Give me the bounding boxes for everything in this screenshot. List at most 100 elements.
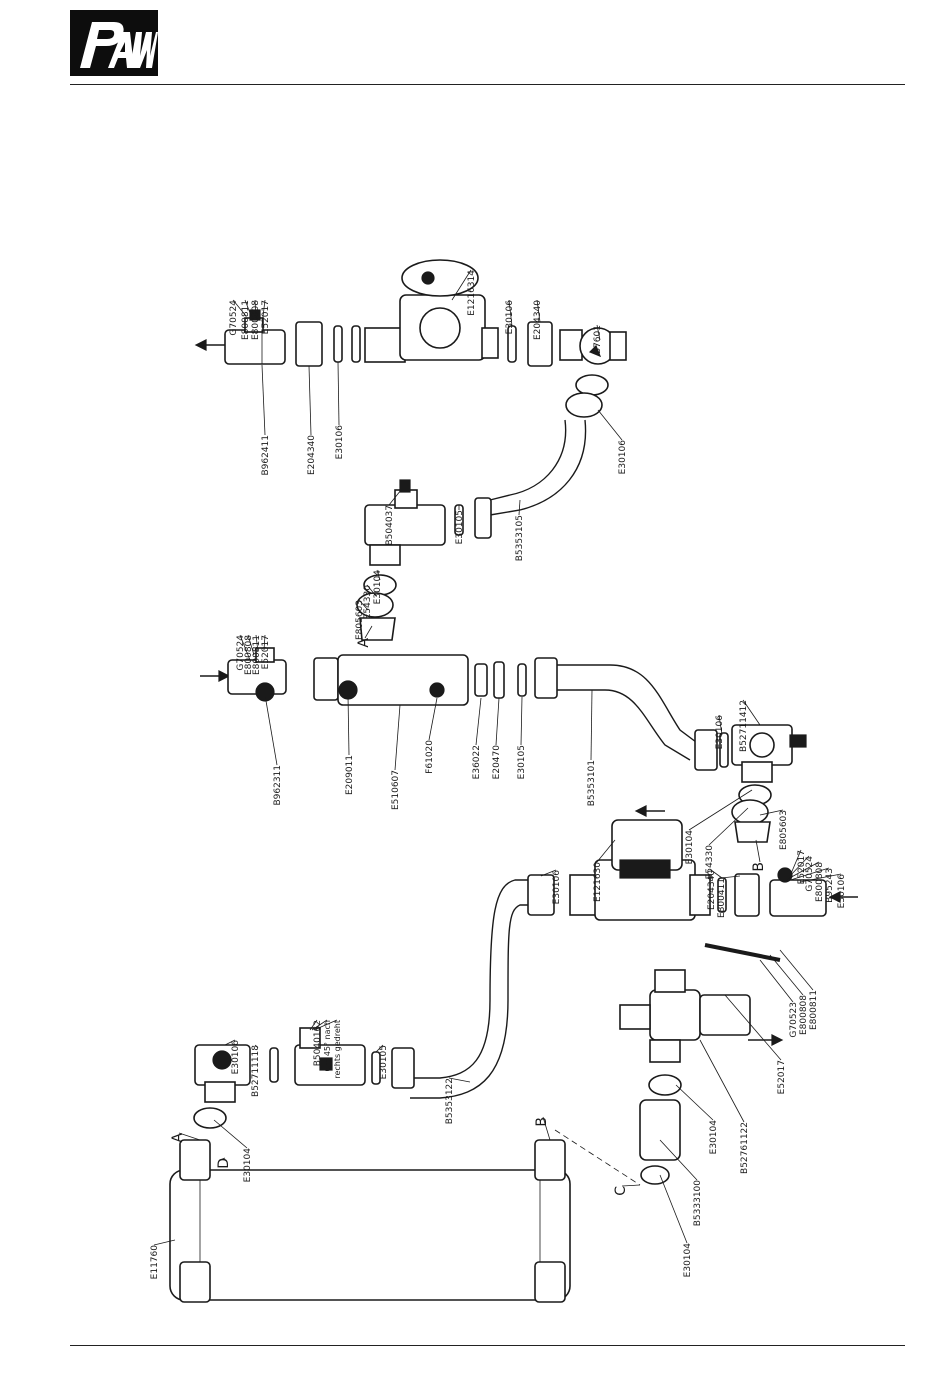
part-label: um 45° nach	[323, 1020, 332, 1072]
flow-arrow-icon	[200, 670, 231, 682]
pipe-end	[534, 657, 558, 699]
leader-line	[244, 299, 253, 319]
leader-line	[261, 299, 266, 326]
part-label: E121630	[593, 862, 603, 902]
leader-line	[364, 625, 373, 639]
pipe-piece-b5333100	[639, 1099, 681, 1161]
part-label: B52711118	[251, 1045, 261, 1097]
leader-line	[518, 499, 521, 516]
part-label: D	[216, 1158, 232, 1169]
leader-line	[699, 1039, 745, 1123]
part-label: E204340	[307, 435, 317, 475]
part-label: C	[613, 1186, 629, 1196]
gasket	[333, 325, 343, 363]
part-label: E800811	[809, 990, 819, 1030]
leader-line	[366, 584, 377, 597]
sensor-tee-b504037	[364, 479, 446, 566]
pipe-end	[391, 1047, 415, 1089]
leader-line	[232, 299, 247, 317]
part-label: E54330	[705, 845, 715, 880]
cap	[734, 821, 771, 843]
union-nut	[313, 657, 339, 701]
leader-line	[388, 484, 406, 506]
leader-line	[742, 699, 761, 726]
leader-line	[313, 1019, 338, 1031]
gasket	[565, 392, 603, 418]
union-nut	[527, 874, 555, 916]
part-label: E36022	[472, 745, 482, 779]
part-label: rechts gedreht	[333, 1020, 342, 1079]
gasket	[640, 1165, 670, 1185]
leader-line	[261, 364, 266, 436]
part-label: E800411	[717, 878, 727, 918]
leader-line	[720, 875, 741, 879]
part-label: E52017	[797, 850, 807, 884]
leader-line	[337, 361, 340, 426]
mixing-valve-b52761122	[619, 943, 781, 1063]
part-label: G70524	[236, 635, 246, 671]
leader-line	[708, 807, 749, 846]
part-label: E52017	[261, 635, 271, 669]
flow-arrow-icon	[194, 339, 225, 351]
leader-line	[311, 1019, 328, 1031]
leader-line	[239, 634, 251, 661]
leader-line	[495, 697, 500, 746]
leader-line	[769, 954, 804, 996]
part-label: E204340	[707, 870, 717, 910]
flow-arrow-icon	[748, 1034, 784, 1046]
leader-line	[263, 634, 266, 651]
part-label: A	[170, 1133, 186, 1143]
leader-line	[309, 1019, 318, 1031]
paw-logo	[70, 10, 158, 76]
leader-line	[376, 569, 381, 581]
part-label: E30105	[455, 510, 465, 544]
leader-line	[542, 1116, 551, 1141]
leader-line	[787, 855, 810, 879]
gasket	[193, 1107, 227, 1129]
part-label: B5353122	[445, 1078, 455, 1124]
leader-line	[508, 299, 513, 327]
sensor-tee-b5040162	[294, 1027, 366, 1086]
part-label: B5353101	[587, 760, 597, 806]
leader-line	[596, 324, 601, 341]
leader-line	[213, 1119, 248, 1149]
part-label: B	[751, 862, 767, 872]
part-label: E510607	[391, 770, 401, 810]
part-label: E204340	[533, 300, 543, 340]
leader-line	[597, 409, 623, 441]
leader-line	[475, 697, 482, 746]
part-label: B7601	[593, 325, 603, 354]
gasket	[575, 374, 609, 396]
part-label: E52017	[261, 300, 271, 334]
leader-line	[448, 1077, 471, 1083]
leader-line	[759, 959, 794, 1003]
leader-line	[779, 949, 814, 991]
part-label: E30104	[709, 1120, 719, 1155]
leader-line	[347, 694, 350, 756]
leader-line	[178, 1132, 201, 1141]
union-nut	[694, 729, 718, 771]
leader-line	[688, 789, 753, 831]
leader-line	[675, 1084, 714, 1121]
adapter-ring	[356, 592, 394, 618]
part-label: B	[534, 1117, 550, 1127]
check-valve-b7601	[559, 327, 627, 365]
part-label: E30106	[231, 1040, 241, 1075]
part-label: B962411	[261, 435, 271, 476]
part-label: E800811	[252, 635, 262, 675]
part-label: E30106	[618, 440, 628, 475]
leader-line	[358, 599, 369, 611]
leader-line	[590, 689, 593, 761]
leader-line	[255, 634, 259, 653]
part-label: B95243	[825, 868, 835, 903]
ball-valve-b962311	[227, 647, 287, 702]
part-label: F61020	[425, 740, 435, 774]
flow-meter-e510607	[337, 654, 469, 706]
part-label: B5040162	[313, 1020, 323, 1066]
leader-line	[718, 714, 723, 736]
leader-line	[785, 861, 820, 881]
union-nut	[295, 321, 323, 367]
part-label: B504037	[385, 505, 395, 546]
leader-line	[153, 1239, 176, 1246]
ball-valve-b52711118	[194, 1044, 251, 1103]
